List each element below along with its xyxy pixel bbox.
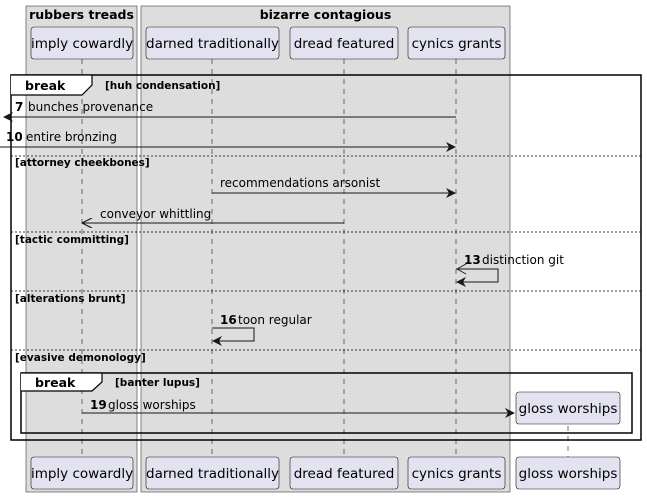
- message-label: entire bronzing: [26, 130, 117, 144]
- message-label: distinction git: [482, 253, 564, 267]
- fragment-separators: [11, 155, 641, 351]
- participant-label: gloss worships: [519, 466, 618, 482]
- fragment-keyword: break: [25, 78, 66, 93]
- message-conveyor-whittling: conveyor whittling: [83, 207, 344, 223]
- participant-cynics-grants-top: cynics grants: [407, 26, 506, 60]
- participant-darned-traditionally-bottom: darned traditionally: [145, 456, 280, 490]
- fragment-inner-break: break [banter lupus]: [20, 372, 633, 434]
- message-bunches-provenance: 7 bunches provenance: [3, 100, 456, 122]
- message-toon-regular: 16 toon regular: [212, 313, 312, 346]
- group-bizarre-contagious: bizarre contagious: [140, 5, 511, 493]
- participant-dread-featured-bottom: dread featured: [289, 456, 399, 490]
- message-label: recommendations arsonist: [220, 176, 380, 190]
- participant-dread-featured-top: dread featured: [289, 26, 399, 60]
- fragment-condition: [banter lupus]: [115, 377, 200, 389]
- participant-darned-traditionally-top: darned traditionally: [145, 26, 280, 60]
- message-label: conveyor whittling: [100, 207, 211, 221]
- participant-cynics-grants-bottom: cynics grants: [407, 456, 506, 490]
- participant-gloss-worships-created: gloss worships: [515, 391, 621, 425]
- message-gloss-worships: 19 gloss worships: [82, 398, 515, 418]
- participant-gloss-worships-bottom: gloss worships: [515, 456, 621, 490]
- section-condition-alterations-brunt: [alterations brunt]: [15, 293, 126, 305]
- section-condition-attorney-cheekbones: [attorney cheekbones]: [15, 157, 150, 169]
- participant-label: darned traditionally: [146, 466, 279, 482]
- section-condition-tactic-committing: [tactic committing]: [15, 234, 129, 246]
- participant-label: cynics grants: [412, 36, 502, 52]
- message-number: 13: [464, 253, 481, 267]
- message-label: bunches provenance: [28, 100, 153, 114]
- message-label: gloss worships: [108, 398, 196, 412]
- participant-label: gloss worships: [519, 401, 618, 417]
- participant-label: dread featured: [294, 466, 395, 482]
- message-distinction-git: 13 distinction git: [456, 253, 564, 287]
- participant-label: darned traditionally: [146, 36, 279, 52]
- message-label: toon regular: [238, 313, 312, 327]
- section-condition-evasive-demonology: [evasive demonology]: [15, 352, 146, 364]
- message-number: 19: [90, 398, 107, 412]
- participant-label: imply cowardly: [31, 36, 133, 52]
- fragment-condition: [huh condensation]: [105, 80, 220, 92]
- message-entire-bronzing: 10 entire bronzing: [0, 130, 456, 152]
- message-number: 16: [220, 313, 237, 327]
- message-recommendations-arsonist: recommendations arsonist: [212, 176, 456, 198]
- fragment-keyword: break: [35, 375, 76, 390]
- participant-imply-cowardly-top: imply cowardly: [30, 26, 134, 60]
- group-title-bizarre-contagious: bizarre contagious: [260, 7, 392, 22]
- participant-label: cynics grants: [412, 466, 502, 482]
- message-number: 7: [15, 100, 23, 114]
- participant-label: imply cowardly: [31, 466, 133, 482]
- participant-label: dread featured: [294, 36, 395, 52]
- fragment-outer-break: break [huh condensation]: [10, 74, 642, 441]
- participant-imply-cowardly-bottom: imply cowardly: [30, 456, 134, 490]
- group-title-rubbers-treads: rubbers treads: [29, 7, 134, 22]
- message-number: 10: [6, 130, 23, 144]
